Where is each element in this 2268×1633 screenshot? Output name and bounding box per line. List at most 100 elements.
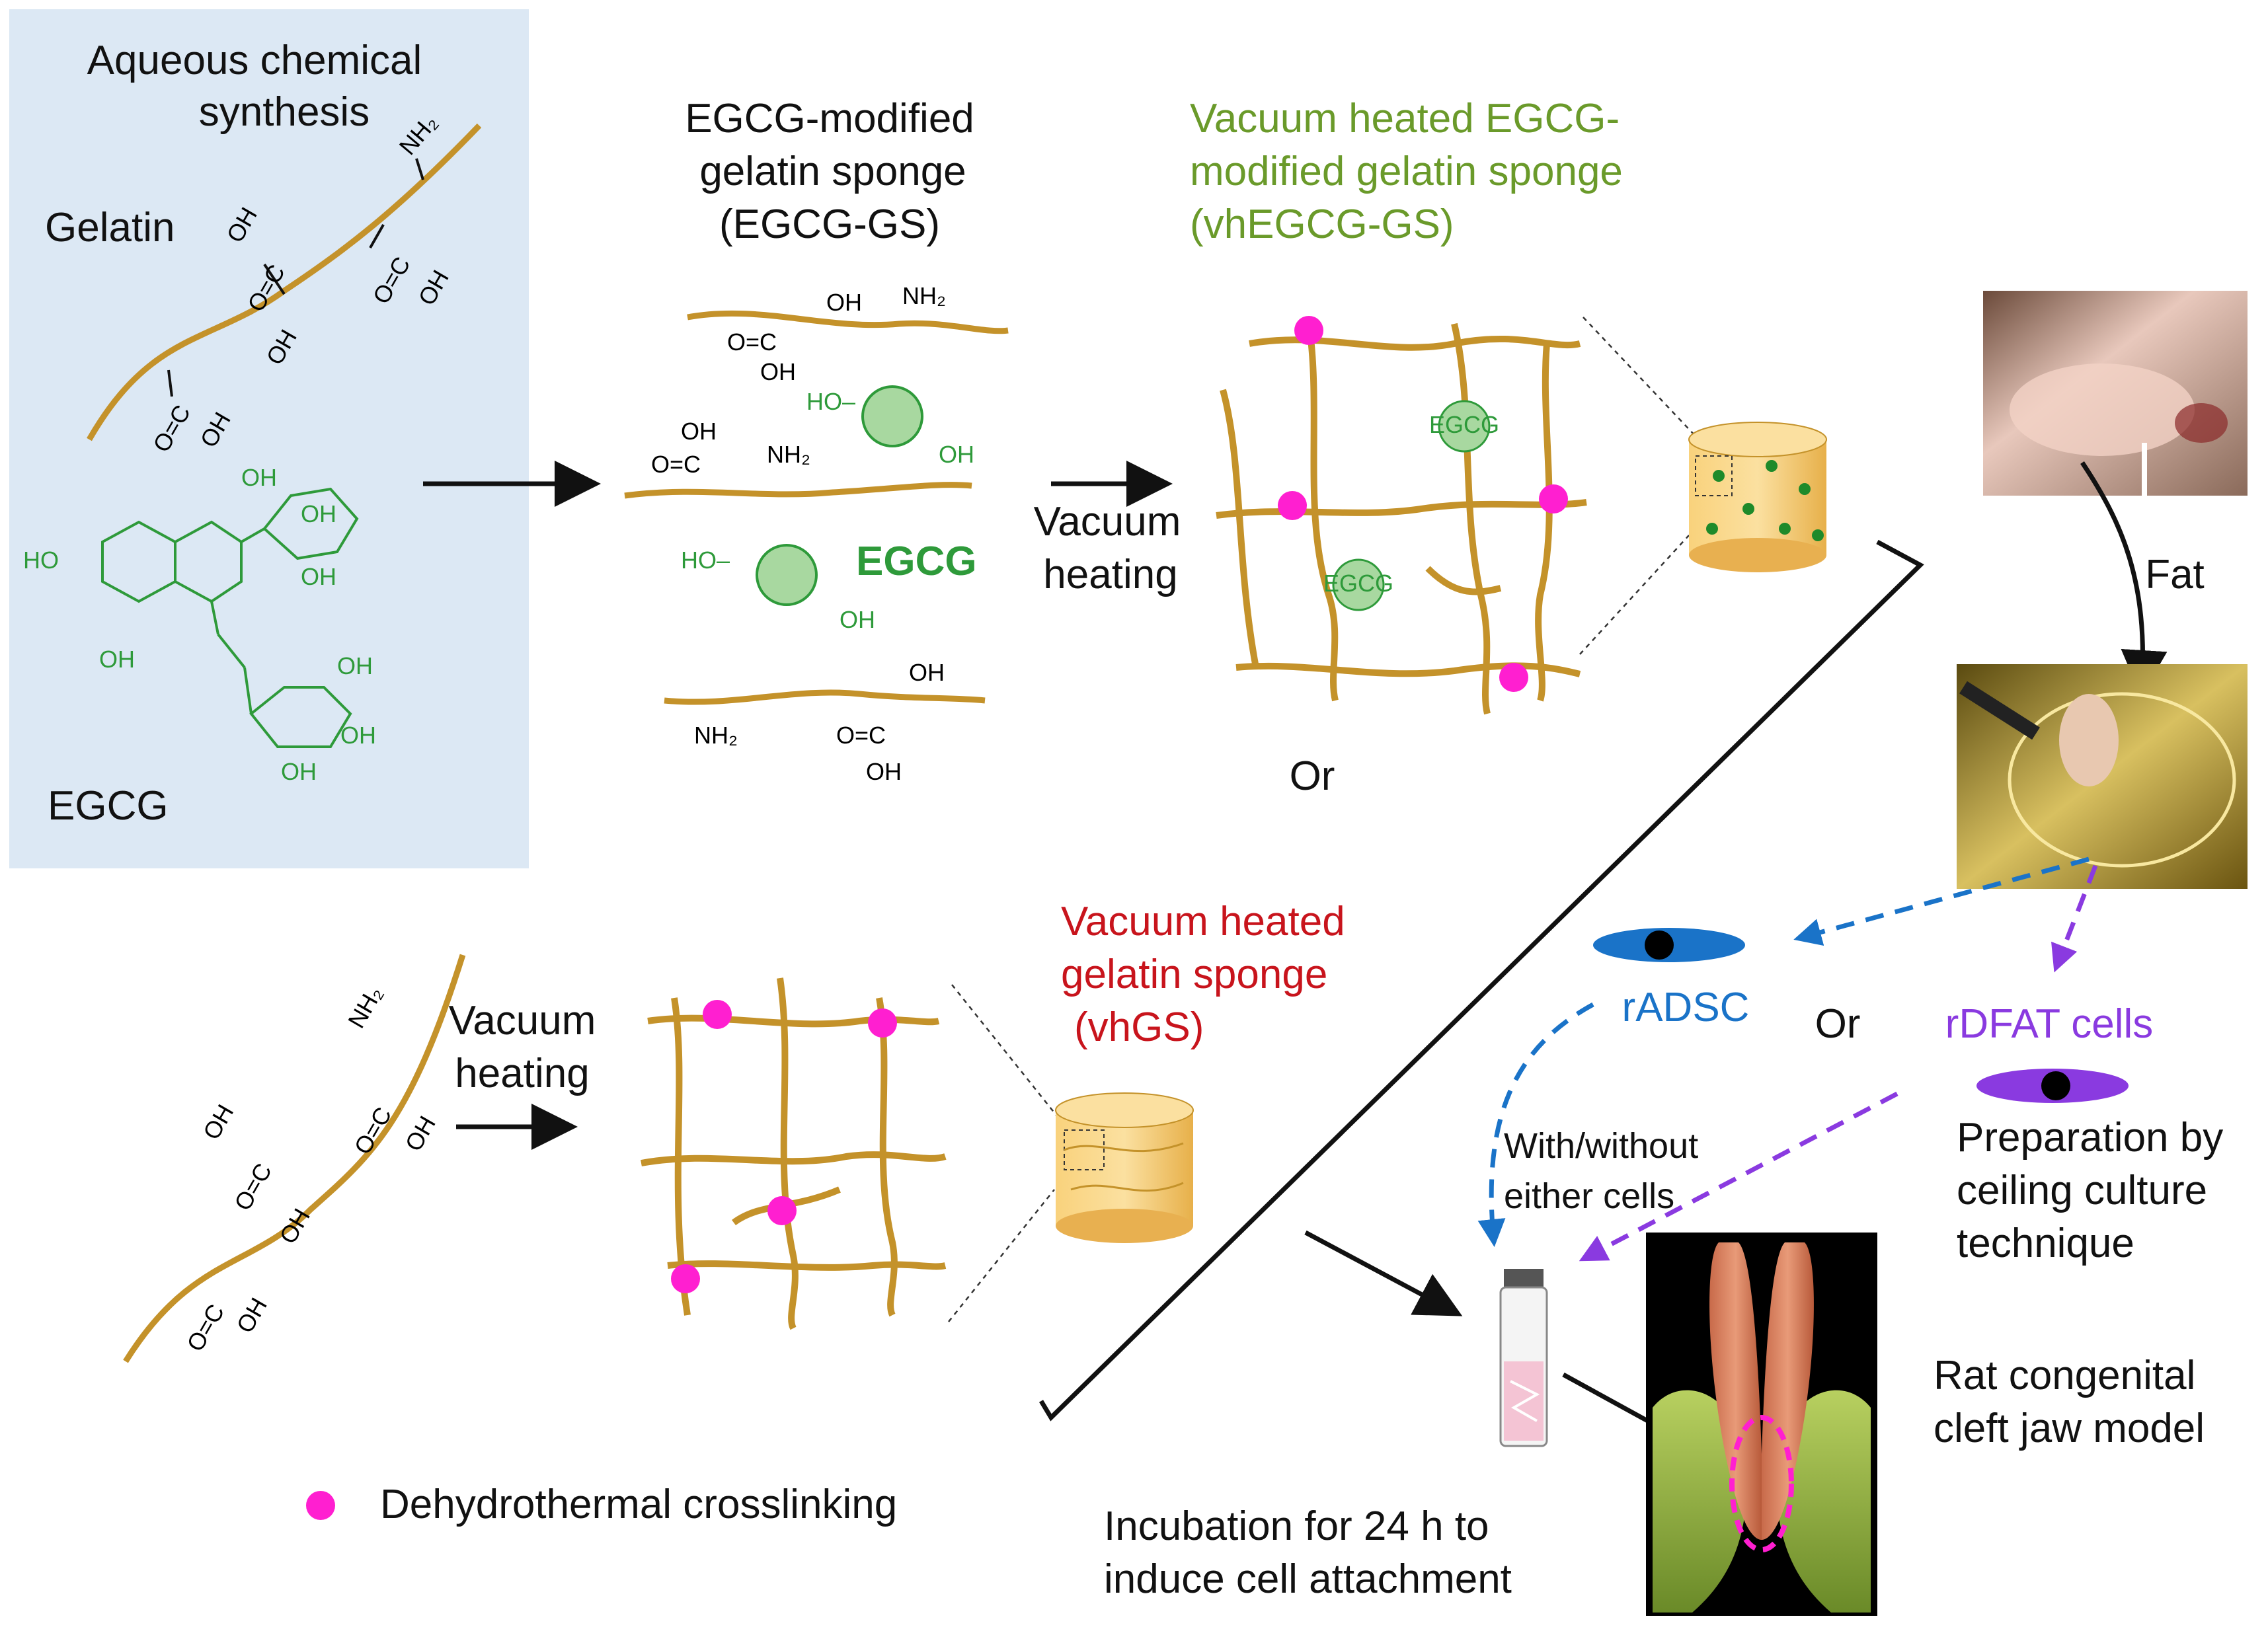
egcg-gs-cooh-1: O=C: [727, 328, 777, 356]
crosslink-dot-2: [1278, 491, 1307, 520]
incubation-line2: induce cell attachment: [1104, 1556, 1512, 1602]
egcg-structure: [101, 487, 359, 748]
egcg-ho-1: HO: [23, 547, 59, 574]
egcg-oh-b: OH: [241, 464, 277, 491]
egcg-molecule-2-ho: HO–: [681, 547, 730, 574]
arrow-sponge-to-tube: [1304, 1230, 1463, 1316]
egcg-small-2-label: EGCG: [1323, 570, 1393, 597]
egcg-gs-oh-4: OH: [909, 659, 945, 686]
egcg-molecule-2-oh: OH: [840, 606, 875, 633]
sponge-cylinder-egcg: [1688, 422, 1827, 572]
rat-model-line2: cleft jaw model: [1934, 1406, 2205, 1451]
lower-oh-1: OH: [198, 1100, 239, 1144]
photo-mouse: [1983, 291, 2248, 496]
egcg-gs-oh-1: OH: [826, 289, 862, 316]
vacuum-heating-bottom-1: Vacuum: [449, 998, 596, 1044]
vhgs-crosslink-dot-2: [868, 1008, 897, 1038]
with-without-line1: With/without: [1504, 1126, 1698, 1166]
radsc-label: rADSC: [1622, 985, 1750, 1030]
egcg-oh-f: OH: [340, 722, 376, 749]
egcg-bold-label: EGCG: [856, 539, 977, 584]
jaw-model-image: [1646, 1233, 1877, 1616]
egcg-label: EGCG: [48, 783, 169, 829]
crosslink-dot-3: [1539, 484, 1568, 513]
egcg-gs-nh2-3: NH₂: [694, 722, 738, 749]
egcg-small-2: [1332, 558, 1385, 611]
vhgs-title-3: (vhGS): [1074, 1005, 1204, 1050]
egcg-molecule-1: [861, 385, 923, 447]
gelatin-chain-lower: NH₂ OH O=C OH O=C OH O=C OH: [123, 954, 466, 1363]
egcg-molecule-1-oh: OH: [939, 441, 974, 468]
vacuum-heating-bottom-2: heating: [455, 1051, 589, 1096]
zoom-line-top-2: [1579, 535, 1690, 655]
synthesis-panel: Aqueous chemical synthesis Gelatin NH₂ O…: [9, 9, 529, 868]
zoom-line-bottom-2: [948, 1189, 1055, 1322]
vhgs-crosslink-dot-4: [671, 1264, 700, 1293]
egcg-oh-e: OH: [337, 652, 373, 679]
cooh-bond-1: [263, 263, 286, 295]
preparation-line1: Preparation by: [1957, 1115, 2223, 1160]
vacuum-heating-top-1: Vacuum: [1034, 499, 1181, 545]
vhgs-crosslink-dot-3: [767, 1196, 797, 1225]
lower-cooh-2: O=C: [348, 1102, 397, 1158]
synthesis-title-line2: synthesis: [199, 89, 370, 135]
arrow-dish-to-radsc: [1793, 856, 2090, 946]
egcg-molecule-1-ho: HO–: [806, 388, 855, 415]
vhgs-title-1: Vacuum heated: [1061, 899, 1345, 944]
gelatin-strand-2: [624, 482, 972, 499]
cooh-bond-3: [167, 369, 173, 397]
egcg-gs-oh-2: OH: [760, 358, 796, 385]
or-label-middle: Or: [1290, 753, 1335, 799]
merge-bracket: [1038, 539, 1924, 1422]
crosslink-dot-4: [1499, 663, 1528, 692]
gelatin-chain: [87, 123, 482, 441]
fat-label: Fat: [2145, 552, 2205, 597]
crosslink-dot-1: [1294, 316, 1323, 345]
rdfat-cell-nucleus: [2041, 1071, 2070, 1100]
zoom-line-bottom-1: [951, 984, 1058, 1118]
or-label-cells: Or: [1815, 1001, 1861, 1047]
gelatin-strand-3: [664, 689, 986, 705]
egcg-gs-title-1: EGCG-modified: [685, 96, 974, 141]
with-without-line2: either cells: [1504, 1176, 1674, 1216]
legend-crosslink-dot: [306, 1491, 335, 1520]
arrow-radsc-to-tube: [1477, 1002, 1594, 1247]
photo-dish: [1957, 664, 2248, 889]
vh-egcg-gs-block: Vacuum heated EGCG- modified gelatin spo…: [1190, 96, 1827, 715]
egcg-molecule-2: [756, 544, 818, 606]
egcg-gs-block: EGCG-modified gelatin sponge (EGCG-GS) O…: [624, 96, 1009, 785]
radsc-cell-nucleus: [1645, 930, 1674, 960]
vh-egcg-gs-title-2: modified gelatin sponge: [1190, 149, 1623, 194]
egcg-gs-nh2-1: NH₂: [902, 282, 946, 309]
egcg-gs-cooh-3: O=C: [836, 722, 886, 749]
nh2-bond: [415, 158, 424, 180]
sponge-cylinder-plain: [1055, 1092, 1194, 1243]
vhgs-block: Vacuum heated gelatin sponge (vhGS): [641, 899, 1345, 1330]
rdfat-label: rDFAT cells: [1945, 1001, 2154, 1047]
lower-cooh-3: O=C: [181, 1299, 229, 1355]
preparation-line2: ceiling culture: [1957, 1168, 2207, 1213]
preparation-line3: technique: [1957, 1221, 2134, 1266]
egcg-gs-oh-5: OH: [866, 758, 902, 785]
rat-model-line1: Rat congenital: [1934, 1353, 2195, 1398]
lower-cooh-1: O=C: [229, 1158, 277, 1215]
cooh-bond-2: [369, 224, 385, 248]
vh-egcg-gs-mesh: [1216, 323, 1587, 715]
culture-tube: [1499, 1269, 1548, 1447]
vh-egcg-gs-title-3: (vhEGCG-GS): [1190, 202, 1454, 247]
egcg-gs-nh2-2: NH₂: [767, 441, 810, 468]
arrow-dish-to-rdfat: [2051, 864, 2098, 973]
egcg-oh-c: OH: [301, 500, 336, 527]
vhgs-title-2: gelatin sponge: [1061, 952, 1327, 997]
egcg-gs-title-3: (EGCG-GS): [719, 202, 940, 247]
zoom-line-top-1: [1583, 317, 1696, 437]
gelatin-label: Gelatin: [45, 205, 175, 250]
legend-crosslink-label: Dehydrothermal crosslinking: [380, 1482, 897, 1527]
vhgs-crosslink-dot-1: [703, 1000, 732, 1029]
vacuum-heating-top-2: heating: [1043, 552, 1177, 597]
lower-oh-4: OH: [231, 1293, 272, 1338]
egcg-oh-d: OH: [301, 563, 336, 590]
egcg-gs-title-2: gelatin sponge: [699, 149, 966, 194]
egcg-gs-oh-3: OH: [681, 418, 717, 445]
synthesis-title-line1: Aqueous chemical: [87, 38, 422, 83]
